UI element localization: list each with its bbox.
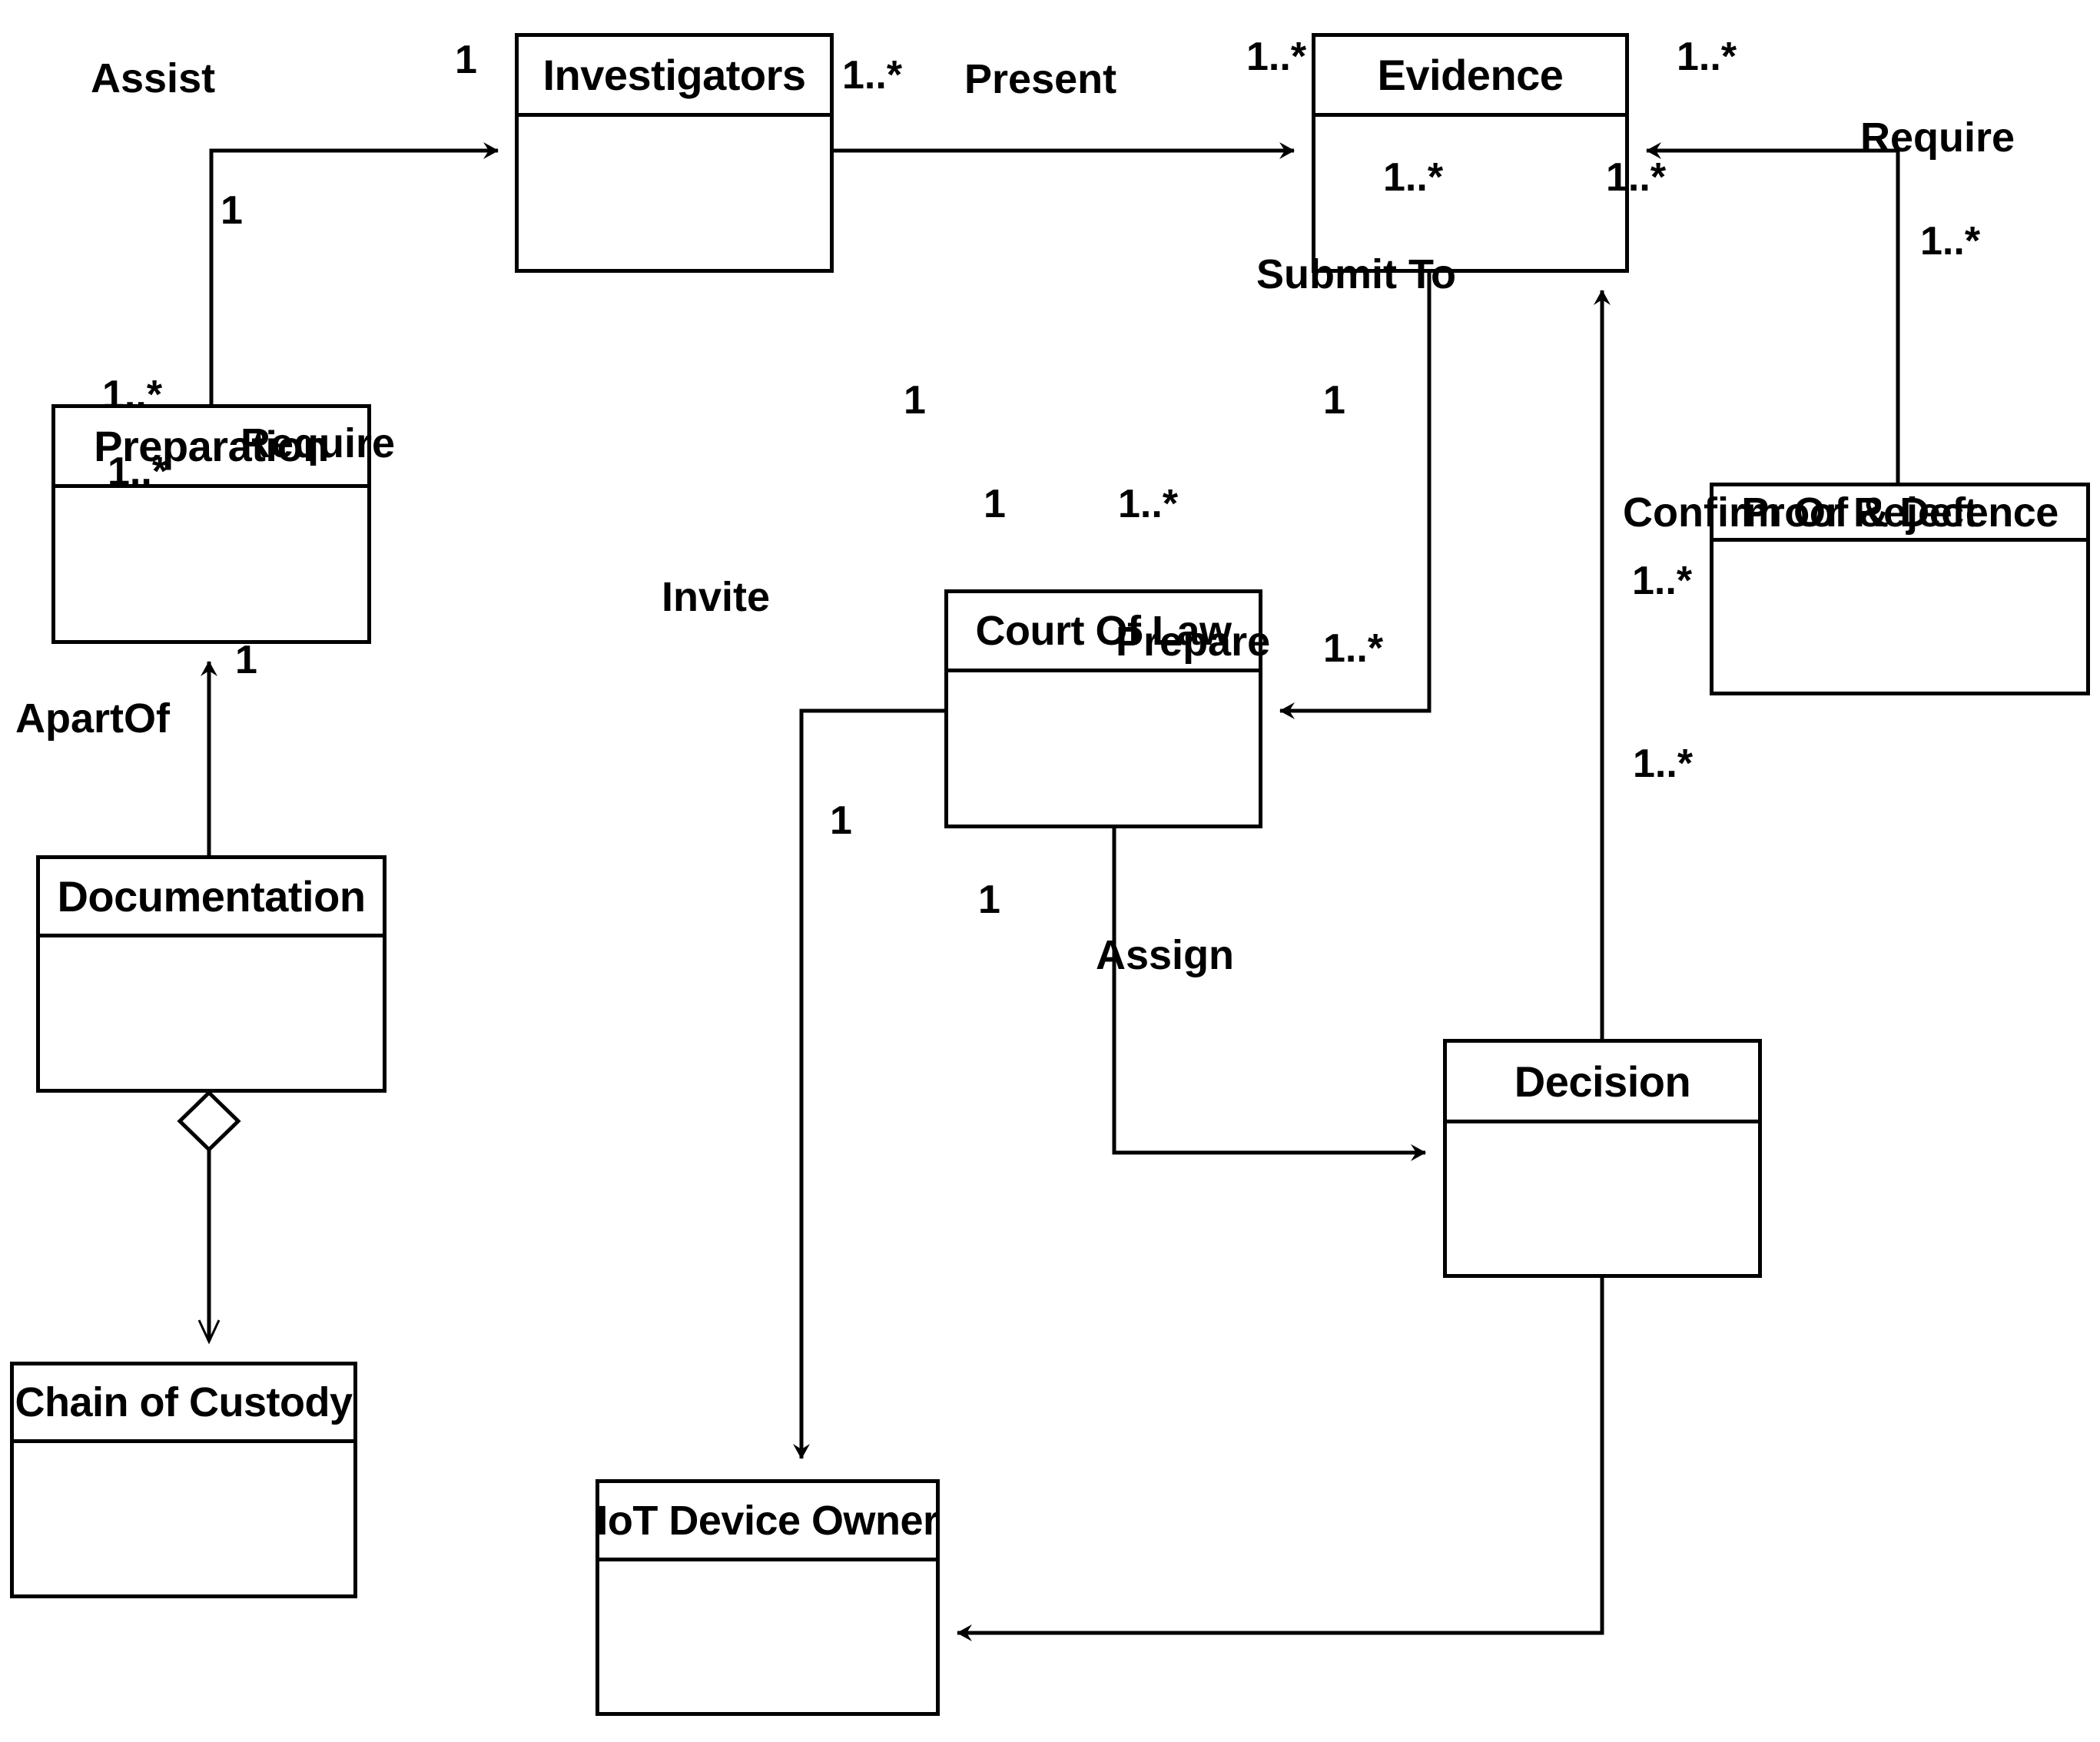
edge-label-present: Present <box>964 56 1117 102</box>
multiplicity-present-source: 1..* <box>842 53 903 98</box>
multiplicity-assist-source: 1 <box>221 188 243 233</box>
class-attrs-court-of-law <box>948 672 1259 825</box>
edge-label-assign: Assign <box>1096 932 1235 978</box>
multiplicity-present-target: 1..* <box>1246 35 1307 79</box>
edge-label-submit-to: Submit To <box>1256 251 1456 297</box>
class-attrs-evidence <box>1315 117 1625 269</box>
class-name-evidence: Evidence <box>1315 37 1625 117</box>
edge-label-require-preparation: Require <box>241 420 396 466</box>
edge-label-assist: Assist <box>91 55 216 101</box>
multiplicity-submit-to-target: 1 <box>1323 378 1345 423</box>
multiplicity-prepare-target: 1..* <box>1323 626 1384 671</box>
class-attrs-preparation <box>55 488 367 640</box>
class-box-documentation[interactable]: Documentation <box>36 855 386 1093</box>
class-box-proof-and-defence[interactable]: Proof & Defence <box>1710 483 2090 695</box>
edge-label-apartof: ApartOf <box>15 695 170 742</box>
class-name-investigators: Investigators <box>519 37 830 117</box>
multiplicity-prepare-source: 1..* <box>1118 482 1179 526</box>
edge-label-require-evidence: Require <box>1860 114 2015 161</box>
class-attrs-iot-device-owner <box>599 1561 936 1712</box>
multiplicity-court-of-law-invite-bottom: 1 <box>984 482 1006 526</box>
edge-assist <box>209 142 499 404</box>
multiplicity-invite-source: 1 <box>904 378 926 423</box>
multiplicity-confirm-or-reject-source: 1..* <box>1632 559 1693 603</box>
edge-label-invite: Invite <box>662 574 771 620</box>
class-name-chain-of-custody: Chain of Custody <box>14 1365 353 1443</box>
class-box-decision[interactable]: Decision <box>1443 1039 1762 1278</box>
class-name-documentation: Documentation <box>40 859 383 937</box>
class-box-preparation[interactable]: Preparation <box>51 404 371 644</box>
multiplicity-confirm-or-reject-target: 1..* <box>1606 155 1667 200</box>
class-name-court-of-law: Court Of Law <box>948 593 1259 672</box>
edge-assign <box>957 1278 1604 1641</box>
class-box-evidence[interactable]: Evidence <box>1312 33 1629 273</box>
multiplicity-require-evidence-source: 1..* <box>1920 219 1981 264</box>
class-attrs-proof-and-defence <box>1714 542 2086 692</box>
class-name-proof-and-defence: Proof & Defence <box>1714 486 2086 542</box>
edge-prepare <box>1112 828 1426 1161</box>
multiplicity-require-preparation-source: 1..* <box>108 450 168 494</box>
edge-apartof <box>177 1090 241 1345</box>
edge-require-evidence <box>1646 142 1900 483</box>
multiplicity-assist-target: 1 <box>455 38 477 82</box>
class-attrs-documentation <box>40 937 383 1089</box>
class-attrs-investigators <box>519 117 830 269</box>
class-attrs-chain-of-custody <box>14 1443 353 1594</box>
multiplicity-require-preparation-target: 1..* <box>102 373 163 417</box>
multiplicity-require-evidence-target: 1..* <box>1677 35 1737 79</box>
edge-invite <box>793 708 944 1459</box>
edge-label-confirm-or-reject: Confirm Or Reject <box>1623 489 1979 536</box>
class-name-preparation: Preparation <box>55 408 367 488</box>
multiplicity-invite-target: 1 <box>830 798 852 843</box>
multiplicity-apartof-source: 1 <box>235 638 257 682</box>
class-box-chain-of-custody[interactable]: Chain of Custody <box>10 1362 357 1598</box>
class-box-investigators[interactable]: Investigators <box>515 33 834 273</box>
class-name-decision: Decision <box>1447 1043 1758 1123</box>
class-name-iot-device-owner: IoT Device Owner <box>596 1483 939 1561</box>
edge-label-prepare: Prepare <box>1116 619 1271 665</box>
multiplicity-assign-source: 1..* <box>1633 742 1694 786</box>
class-box-iot-device-owner[interactable]: IoT Device Owner <box>595 1479 940 1716</box>
class-attrs-decision <box>1447 1123 1758 1274</box>
multiplicity-assign-target: 1 <box>978 878 1000 922</box>
multiplicity-submit-to-source: 1..* <box>1383 155 1444 200</box>
class-box-court-of-law[interactable]: Court Of Law <box>944 589 1262 828</box>
